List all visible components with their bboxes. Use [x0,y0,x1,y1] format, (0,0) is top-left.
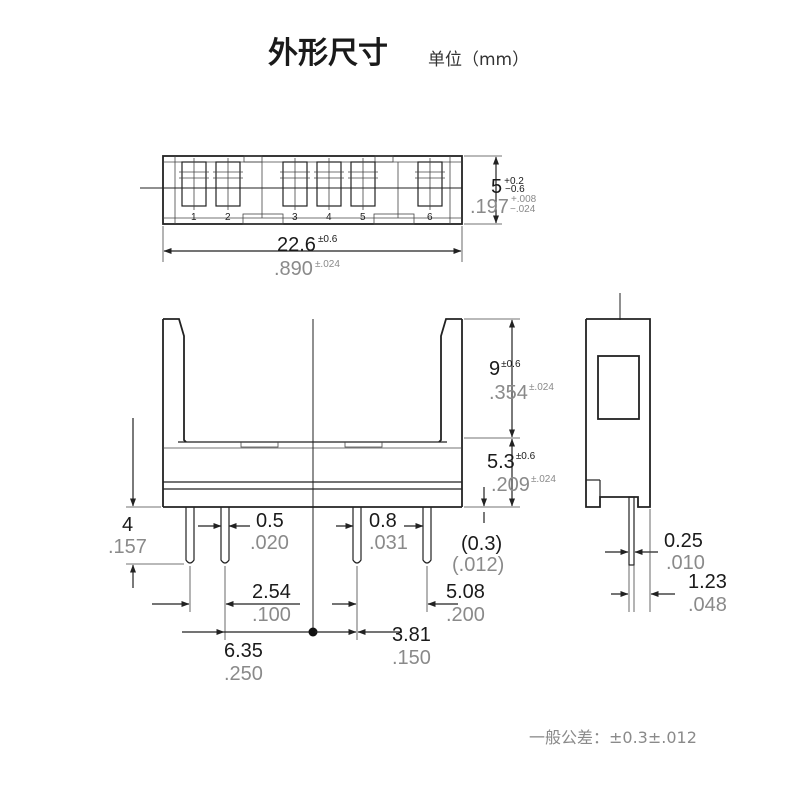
pin-number-2: 2 [225,212,231,223]
front-height-9-in: .354±.024 [489,382,554,404]
page-title: 外形尺寸 [268,36,388,71]
front-height-9-mm: 9±0.6 [489,358,521,380]
front-offset-6-35-mm: 6.35 [224,640,263,662]
front-pin-width-in: .020 [250,532,289,554]
datum-point [308,627,318,637]
front-height-5-3-mm: 5.3±0.6 [487,451,536,473]
unit-label: 单位（mm） [428,50,529,70]
front-offset-0-3-mm: (0.3) [461,533,502,555]
front-pin-length-in: .157 [108,536,147,558]
side-offset-1-23-in: .048 [688,594,727,616]
pin-number-6: 6 [427,212,433,223]
front-pin-width-mm: 0.5 [256,510,284,532]
front-view-pins [185,507,432,564]
front-offset-3-81-in: .150 [392,647,431,669]
front-pitch-5-08-mm: 5.08 [446,581,485,603]
pin-number-5: 5 [360,212,366,223]
side-view-window [597,355,640,420]
side-thickness-0-25-in: .010 [666,552,705,574]
top-width-in: .890±.024 [274,258,340,280]
front-offset-3-81-mm: 3.81 [392,624,431,646]
top-width-mm: 22.6±0.6 [277,234,338,256]
front-offset-0-3-in: (.012) [452,554,504,576]
side-view: 0.25 .010 1.23 .048 [585,293,727,616]
top-height-mm-minus: −0.6 [505,184,525,195]
front-pin-gap-in: .031 [369,532,408,554]
top-view-pads [179,158,445,210]
top-view-outline [162,155,463,225]
front-pin-gap-mm: 0.8 [369,510,397,532]
pin-number-4: 4 [326,212,332,223]
front-pitch-2-54-in: .100 [252,604,291,626]
front-view: 9±0.6 .354±.024 5.3±0.6 .209±.024 (0.3) … [108,318,556,685]
side-offset-1-23-mm: 1.23 [688,571,727,593]
front-pin-length-mm: 4 [122,514,133,536]
front-height-5-3-in: .209±.024 [491,474,556,496]
general-tolerance-note: 一般公差：±0.3±.012 [529,728,697,747]
pin-number-1: 1 [191,212,197,223]
front-offset-6-35-in: .250 [224,663,263,685]
pin-number-3: 3 [292,212,298,223]
top-height-mm: 5+0.2 [491,176,524,198]
side-thickness-0-25-mm: 0.25 [664,530,703,552]
top-height-in-minus: −.024 [510,204,536,215]
front-pitch-5-08-in: .200 [446,604,485,626]
top-view: 1 2 3 4 5 6 5+0.2 −0.6 .197+.008 −.024 2… [140,155,537,280]
top-height-in: .197+.008 [470,194,537,218]
front-pitch-2-54-mm: 2.54 [252,581,291,603]
side-view-terminal [628,496,635,566]
